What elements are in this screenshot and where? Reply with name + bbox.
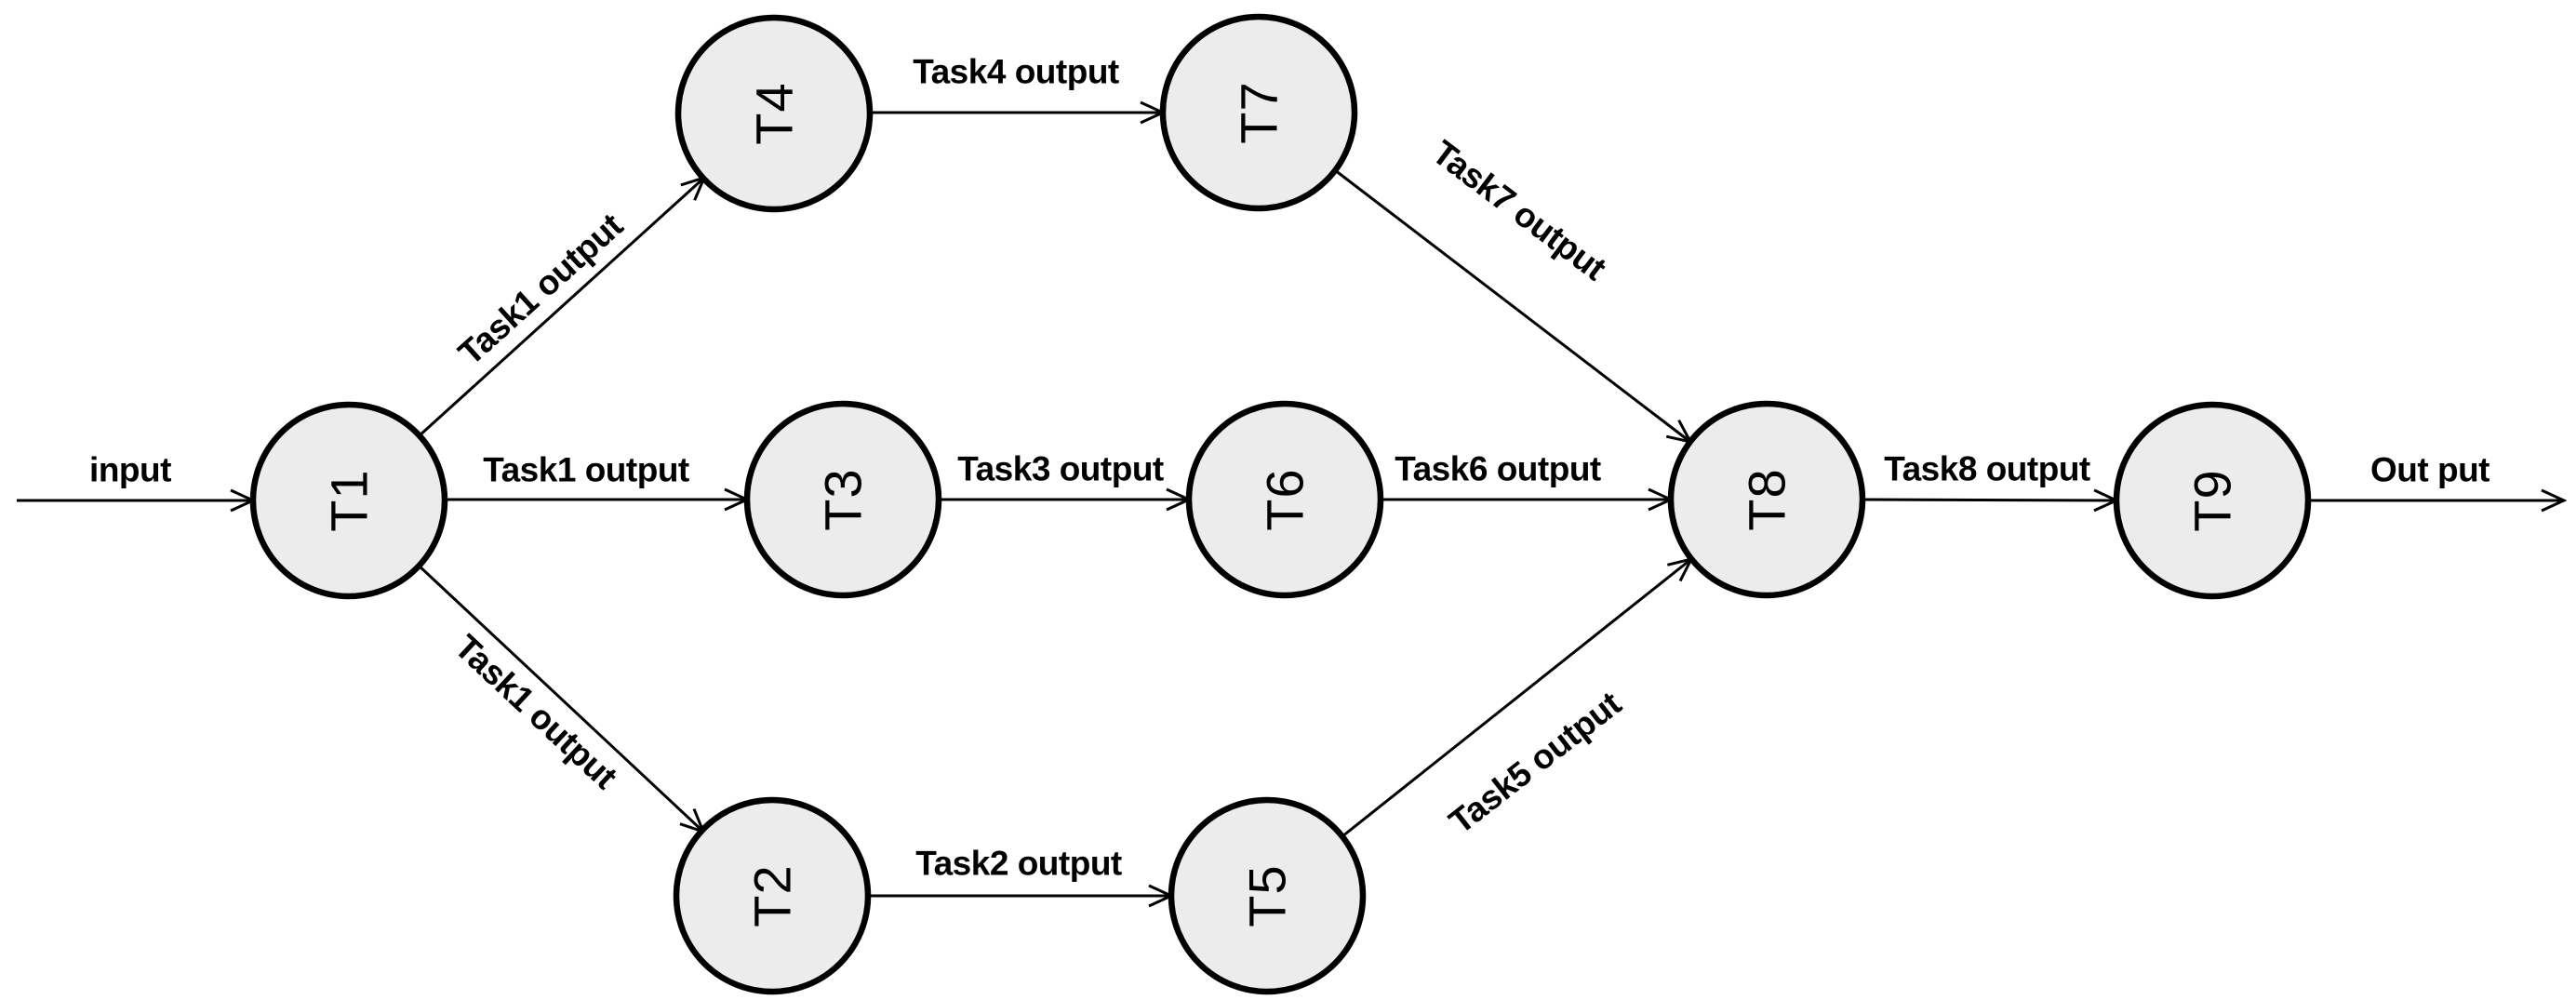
edge-label-T1-T2: Task1 output xyxy=(447,627,624,795)
edge-label-T7-T8: Task7 output xyxy=(1425,133,1613,287)
edge-label-T1-T3: Task1 output xyxy=(483,451,689,489)
edge-label-T4-T7: Task4 output xyxy=(913,53,1119,91)
node-T5-label: T5 xyxy=(1238,864,1297,927)
node-T8-label: T8 xyxy=(1738,468,1796,530)
node-T4-circle xyxy=(674,14,874,213)
node-T3-label: T3 xyxy=(814,468,873,530)
edge-label-T8-T9: Task8 output xyxy=(1884,450,2090,488)
node-T8: T8 xyxy=(1667,400,1866,599)
edge-line-T1-T4 xyxy=(417,178,704,438)
node-T2-label: T2 xyxy=(743,864,802,927)
edge-lines xyxy=(17,113,2564,896)
node-T1: T1 xyxy=(249,401,448,600)
edge-label-T5-T8: Task5 output xyxy=(1442,685,1628,842)
node-T5-circle xyxy=(1168,796,1367,995)
node-T8-circle xyxy=(1667,400,1866,599)
edge-line-T5-T8 xyxy=(1341,559,1691,838)
node-T4: T4 xyxy=(674,14,874,213)
edge-line-T7-T8 xyxy=(1334,168,1690,442)
edge-label-T2-T5: Task2 output xyxy=(915,845,1122,883)
node-T9-label: T9 xyxy=(2183,469,2242,531)
node-T6-label: T6 xyxy=(1256,468,1315,530)
node-T5: T5 xyxy=(1168,796,1367,995)
node-T9: T9 xyxy=(2113,401,2312,600)
edge-label-T1-T4: Task1 output xyxy=(451,207,630,373)
node-T2-circle xyxy=(673,796,872,995)
nodes: T1 T2 T3 T4 T5 T6 xyxy=(249,13,2312,995)
node-T6: T6 xyxy=(1185,400,1384,599)
node-T3: T3 xyxy=(743,400,942,599)
node-T4-label: T4 xyxy=(745,82,804,144)
node-T6-circle xyxy=(1185,400,1384,599)
node-T9-circle xyxy=(2113,401,2312,600)
input-label: input xyxy=(89,451,171,489)
output-label: Out put xyxy=(2370,451,2489,489)
node-T1-circle xyxy=(249,401,448,600)
edge-line-T1-T2 xyxy=(416,563,703,832)
node-T2: T2 xyxy=(673,796,872,995)
node-T7-circle xyxy=(1159,13,1358,212)
node-T1-label: T1 xyxy=(320,469,379,531)
node-T3-circle xyxy=(743,400,942,599)
edge-label-T6-T8: Task6 output xyxy=(1395,450,1601,488)
edge-label-T3-T6: Task3 output xyxy=(957,450,1164,488)
node-T7: T7 xyxy=(1159,13,1358,212)
node-T7-label: T7 xyxy=(1230,81,1288,143)
